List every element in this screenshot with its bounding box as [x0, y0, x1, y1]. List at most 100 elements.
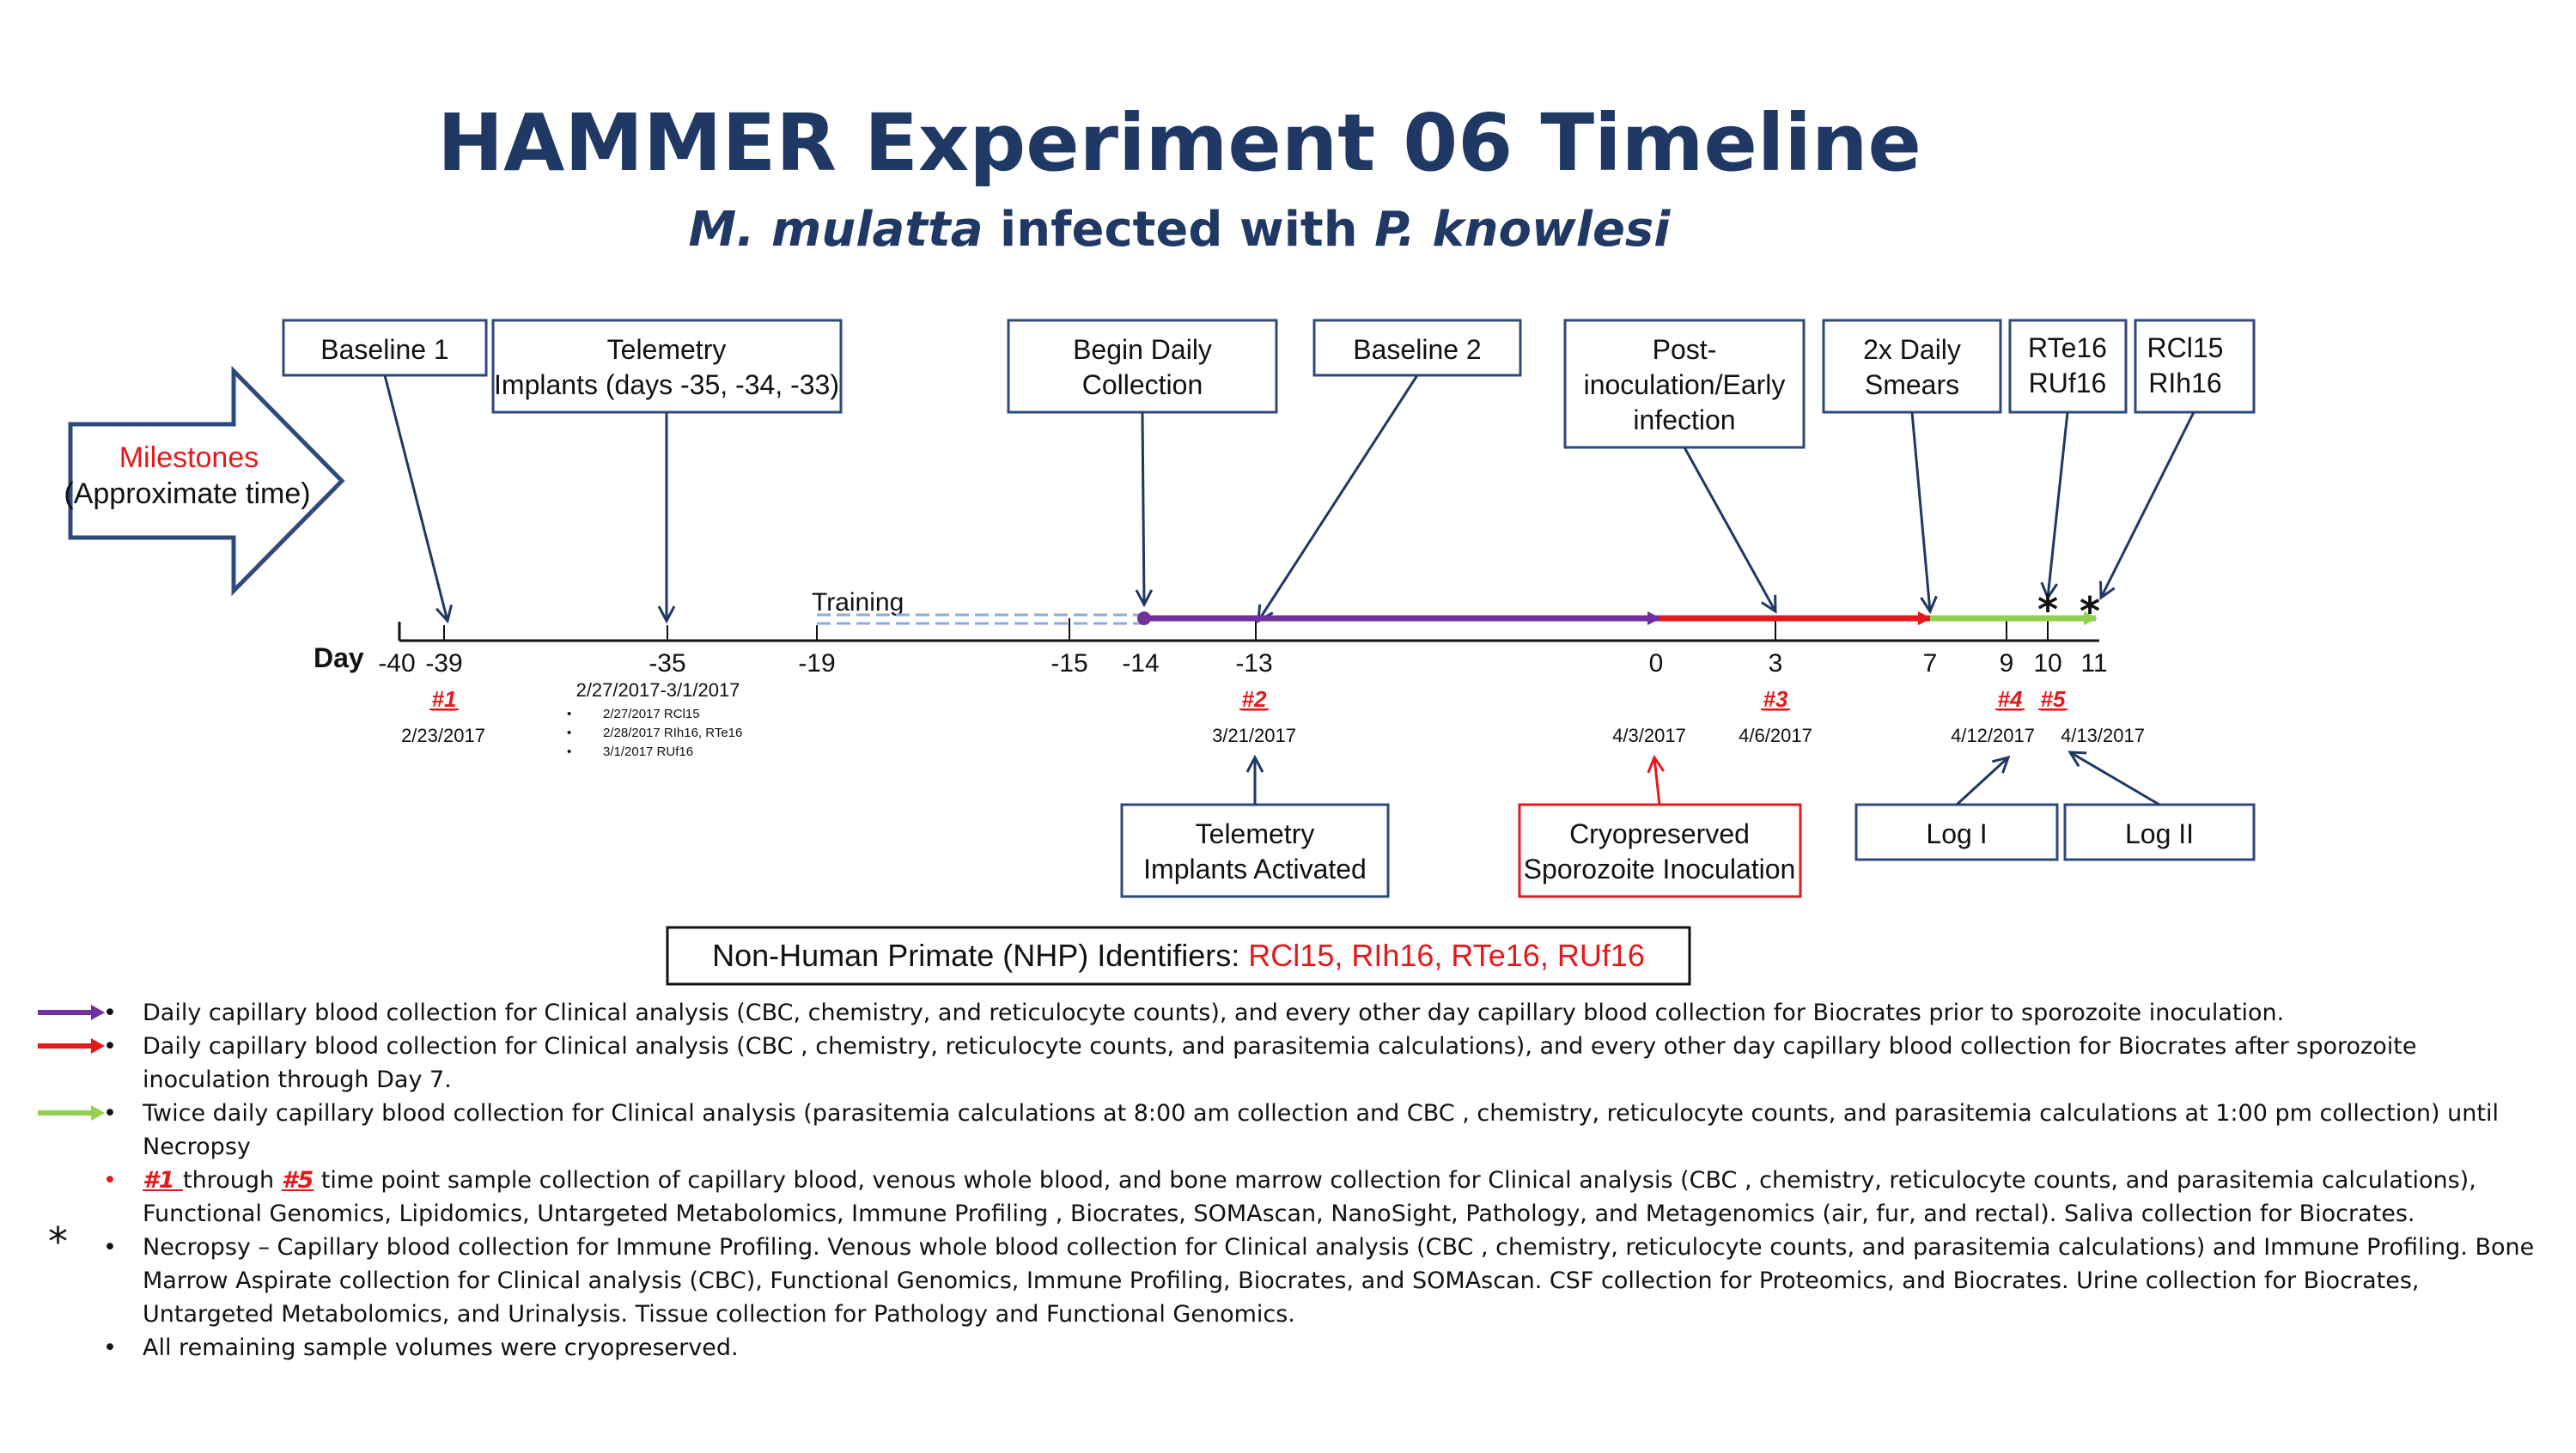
top-box-smears-line-2: Smears [1865, 369, 1959, 400]
date-day-minus-39: 2/23/2017 [401, 725, 485, 746]
pointer-rte16-ruf16 [2048, 411, 2069, 598]
top-box-begin-daily-line-2: Collection [1082, 369, 1203, 400]
note-bullet: • [103, 1234, 117, 1261]
tick-label-9: 9 [2000, 649, 2014, 678]
date-range-day-minus-35: 2/27/2017-3/1/2017 [576, 679, 740, 701]
note-cryopreserved: • All remaining sample volumes were cryo… [0, 1331, 2576, 1365]
note-red-phase: • Daily capillary blood collection for C… [0, 1030, 2576, 1097]
red-arrow-icon [38, 1038, 105, 1054]
time-point-2: #2 [1242, 686, 1267, 712]
milestones-label: Milestones [119, 441, 259, 474]
top-box-baseline-2: Baseline 2 [1312, 319, 1522, 377]
bottom-box-log-2: Log II [2063, 803, 2256, 861]
date-day-0: 4/3/2017 [1612, 725, 1686, 746]
bottom-box-log-1-text: Log I [1926, 818, 1987, 849]
bottom-box-telemetry-activated: Telemetry Implants Activated [1120, 803, 1390, 898]
top-box-post-inoc-line-2: inoculation/Early [1584, 369, 1786, 400]
pointer-log-2 [2070, 752, 2160, 806]
implant-date-1: 2/27/2017 RCl15 [603, 707, 700, 721]
note-necropsy-text: Necropsy – Capillary blood collection fo… [143, 1234, 2535, 1328]
tick-label-10: 10 [2033, 649, 2061, 678]
top-box-rte16-text: RTe16 [2028, 332, 2107, 363]
note-bullet: • [103, 1033, 117, 1060]
note-time-points: • #1 through #5 time point sample collec… [0, 1164, 2576, 1231]
pointer-begin-daily [1142, 411, 1144, 605]
pointer-baseline-2 [1258, 374, 1419, 621]
note-tp-through: through [182, 1167, 282, 1194]
subtitle-species-parasite: P. knowlesi [1374, 202, 1671, 258]
pointer-post-inoculation [1683, 447, 1775, 611]
implant-date-2: 2/28/2017 RIh16, RTe16 [603, 726, 742, 740]
top-box-telemetry-implants: Telemetry Implants (days -35, -34, -33) [491, 319, 843, 414]
pointer-2x-daily-smears [1910, 411, 1930, 611]
tick-label-0: 0 [1649, 649, 1664, 678]
tick-label-minus-14: -14 [1122, 649, 1159, 678]
nhp-identifiers-box: Non-Human Primate (NHP) Identifiers: RCl… [666, 926, 1691, 986]
subtitle-species-host: M. mulatta [689, 202, 984, 258]
bottom-box-telemetry-line-1: Telemetry [1196, 818, 1315, 849]
tick-label-minus-13: -13 [1235, 649, 1272, 678]
implant-bullet-2: • [567, 726, 571, 740]
date-day-minus-13: 3/21/2017 [1212, 725, 1296, 746]
time-point-4: #4 [1998, 686, 2023, 712]
milestones-subtitle: (Approximate time) [64, 477, 310, 510]
legend-notes: • Daily capillary blood collection for C… [0, 996, 2576, 1365]
bottom-box-cryo-line-2: Sporozoite Inoculation [1524, 854, 1796, 885]
tick-label-3: 3 [1769, 649, 1783, 678]
note-green-phase: • Twice daily capillary blood collection… [0, 1097, 2576, 1164]
tick-label-minus-39: -39 [425, 649, 462, 678]
note-tp-text: time point sample collection of capillar… [143, 1167, 2476, 1227]
necropsy-star-day-11: * [2080, 588, 2100, 635]
implant-bullet-3: • [567, 745, 571, 759]
note-bullet-red: • [103, 1167, 117, 1194]
necropsy-star-icon: * [48, 1219, 68, 1265]
implant-bullet-1: • [567, 707, 571, 721]
bottom-box-log-1: Log I [1854, 803, 2059, 861]
date-day-11: 4/13/2017 [2061, 725, 2145, 746]
note-bullet: • [103, 1334, 117, 1361]
bottom-box-cryopreserved-inoculation: Cryopreserved Sporozoite Inoculation [1518, 803, 1802, 898]
top-box-telemetry-line-1: Telemetry [607, 334, 727, 365]
top-box-rcl15-text: RCl15 [2147, 332, 2224, 363]
top-box-post-inoculation: Post- inoculation/Early infection [1563, 319, 1806, 449]
tick-label-minus-40: -40 [378, 649, 415, 678]
subtitle-infected-with: infected with [984, 202, 1375, 258]
note-purple-phase: • Daily capillary blood collection for C… [0, 996, 2576, 1030]
tick-label-minus-15: -15 [1050, 649, 1087, 678]
phase-start-dot [1137, 611, 1151, 625]
top-box-baseline-1-text: Baseline 1 [320, 334, 448, 365]
day-axis-label: Day [314, 642, 364, 673]
note-red-text: Daily capillary blood collection for Cli… [143, 1033, 2417, 1093]
green-arrow-icon [38, 1105, 105, 1121]
note-bullet: • [103, 1000, 117, 1026]
bottom-box-telemetry-line-2: Implants Activated [1143, 854, 1367, 885]
top-box-rih16-text: RIh16 [2148, 368, 2221, 398]
note-tp-end: #5 [281, 1167, 314, 1194]
training-label: Training [812, 588, 904, 617]
note-tp-start: #1 [143, 1167, 183, 1194]
note-cryopreserved-text: All remaining sample volumes were cryopr… [143, 1334, 739, 1361]
nhp-identifiers-text: Non-Human Primate (NHP) Identifiers: RCl… [712, 938, 1645, 973]
top-box-2x-daily-smears: 2x Daily Smears [1822, 319, 2002, 414]
top-box-baseline-1: Baseline 1 [282, 319, 488, 377]
milestones-block-arrow [68, 365, 345, 597]
pointer-rcl15-rih16 [2101, 411, 2195, 598]
top-box-baseline-2-text: Baseline 2 [1353, 334, 1481, 365]
bottom-box-cryo-line-1: Cryopreserved [1569, 818, 1750, 849]
bottom-box-log-2-text: Log II [2125, 818, 2194, 849]
pointer-cryopreserved-inoculation [1654, 757, 1659, 806]
note-purple-text: Daily capillary blood collection for Cli… [143, 1000, 2285, 1026]
top-box-rte16-ruf16: RTe16 RUf16 [2008, 319, 2128, 414]
date-day-9: 4/12/2017 [1951, 725, 2035, 746]
tick-label-11: 11 [2080, 649, 2107, 678]
implant-date-3: 3/1/2017 RUf16 [603, 745, 693, 759]
top-box-telemetry-line-2: Implants (days -35, -34, -33) [494, 369, 839, 400]
note-green-text: Twice daily capillary blood collection f… [143, 1100, 2499, 1160]
date-day-3: 4/6/2017 [1739, 725, 1812, 746]
nhp-label: Non-Human Primate (NHP) Identifiers: [712, 938, 1248, 973]
top-box-smears-line-1: 2x Daily [1863, 334, 1961, 365]
time-point-5: #5 [2041, 686, 2066, 712]
time-point-1: #1 [432, 686, 457, 712]
page-subtitle: M. mulatta infected with P. knowlesi [689, 202, 1672, 258]
